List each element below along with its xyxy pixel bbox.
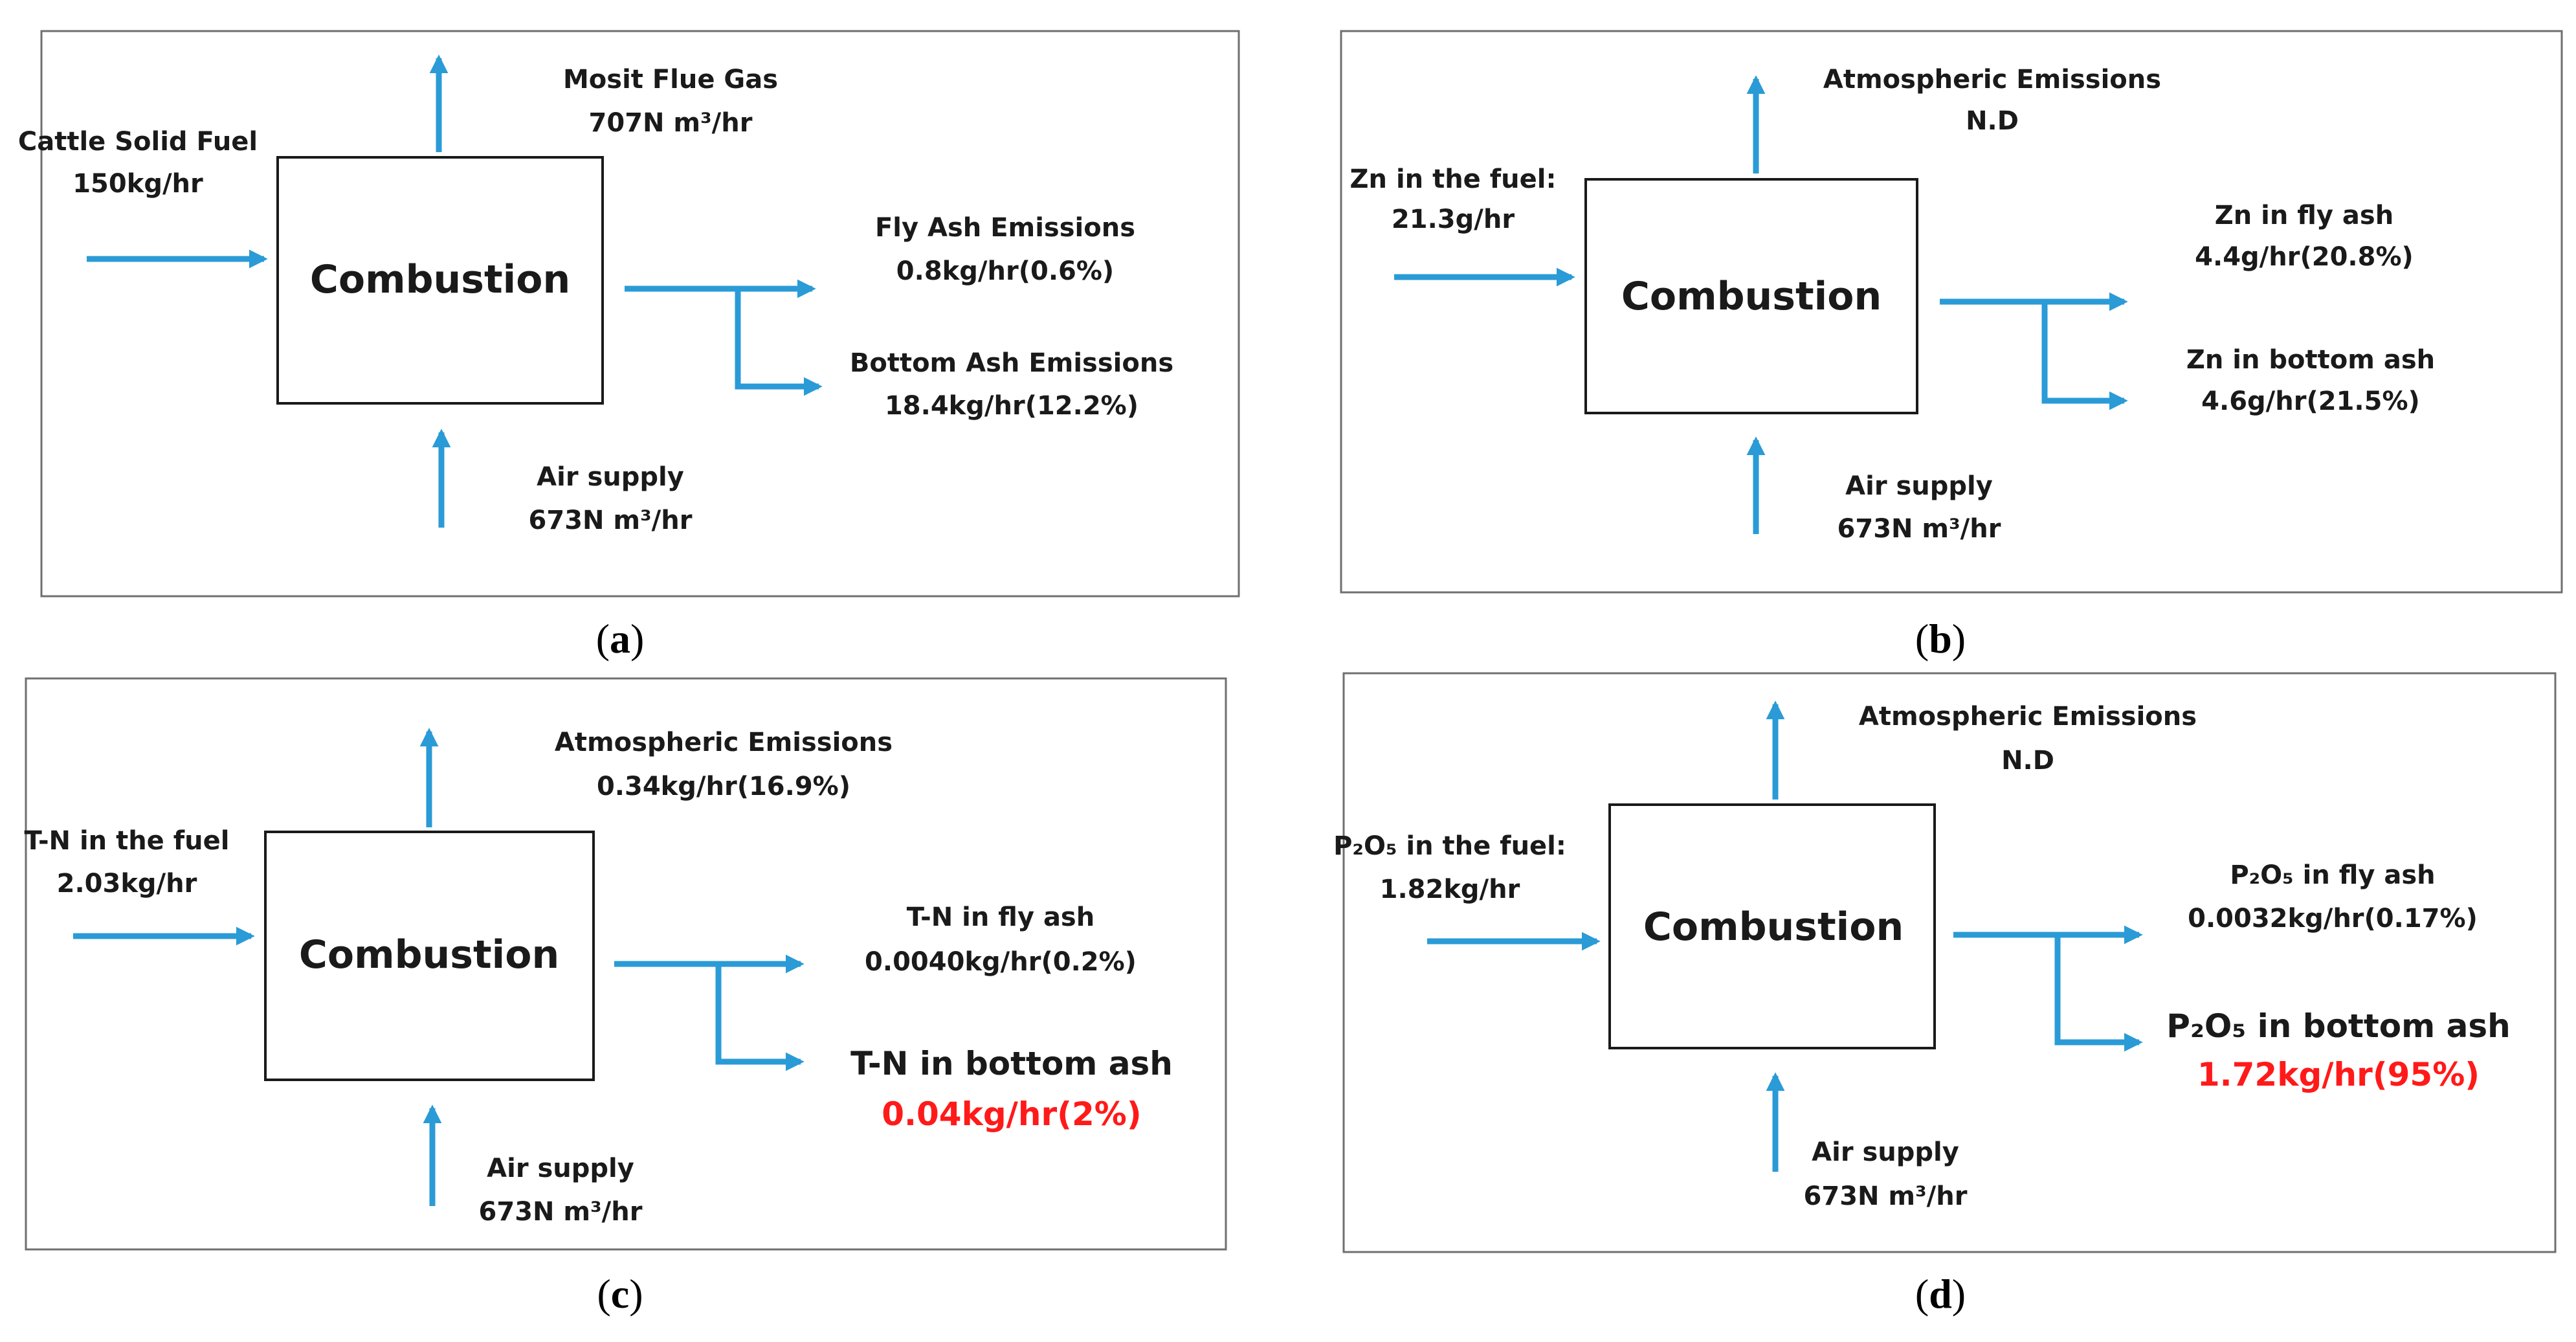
panel-c-air-value: 673N m³/hr: [479, 1197, 643, 1227]
panel-a-fly-label: Fly Ash Emissions: [875, 213, 1135, 243]
panel-d-bottom-ash-label: P₂O₅ in bottom ash: [2166, 1007, 2510, 1045]
panel-c-input-value: 2.03kg/hr: [57, 869, 197, 899]
panel-d-caption-letter: d: [1929, 1271, 1952, 1317]
panel-d-input-value: 1.82kg/hr: [1380, 875, 1520, 904]
panel-a-frame: [40, 30, 1240, 598]
panel-d-box-label: Combustion: [1643, 904, 1904, 950]
panel-b-input-value: 21.3g/hr: [1392, 205, 1515, 234]
panel-d-input-label: P₂O₅ in the fuel:: [1333, 831, 1566, 861]
panel-c-input-label: T-N in the fuel: [25, 826, 230, 856]
panel-d: Combustion P₂O₅ in the fuel: 1.82kg/hr A…: [1333, 672, 2557, 1317]
panel-c-top-label: Atmospheric Emissions: [555, 728, 893, 757]
panel-c-air-label: Air supply: [487, 1154, 634, 1183]
panel-b-caption: (b): [1915, 616, 1966, 662]
panel-a-air-label: Air supply: [537, 462, 684, 492]
panel-c-fly-label: T-N in fly ash: [907, 902, 1094, 932]
panel-b-bottom-ash-value: 4.6g/hr(21.5%): [2201, 386, 2420, 416]
panel-b-bottom-ash-arrow: [2041, 302, 2128, 410]
panel-c-fly-value: 0.0040kg/hr(0.2%): [865, 947, 1137, 977]
panel-a-air-value: 673N m³/hr: [529, 506, 693, 535]
panel-c-bottom-ash-value: 0.04kg/hr(2%): [882, 1095, 1142, 1133]
panel-a: Combustion Cattle Solid Fuel 150kg/hr Mo…: [18, 30, 1240, 662]
panel-b-top-label: Atmospheric Emissions: [1823, 65, 2161, 95]
panel-c-combustion-box: [264, 831, 595, 1081]
panel-a-box-label: Combustion: [310, 257, 570, 302]
panel-d-caption: (d): [1915, 1271, 1966, 1317]
panel-b-air-label: Air supply: [1845, 471, 1993, 501]
panel-d-bottom-ash-value: 1.72kg/hr(95%): [2197, 1056, 2480, 1093]
panel-c: Combustion T-N in the fuel 2.03kg/hr Atm…: [25, 677, 1227, 1317]
panel-a-bottom-ash-arrow: [735, 289, 823, 396]
panel-d-fly-label: P₂O₅ in fly ash: [2230, 860, 2435, 890]
panel-b-fly-label: Zn in fly ash: [2215, 201, 2393, 230]
panel-a-caption: (a): [596, 616, 645, 662]
panel-b-box-label: Combustion: [1621, 274, 1882, 319]
panel-d-fly-value: 0.0032kg/hr(0.17%): [2188, 904, 2478, 934]
panel-b-fly-value: 4.4g/hr(20.8%): [2195, 242, 2414, 272]
panel-c-caption-letter: c: [611, 1271, 629, 1317]
panel-b-bottom-ash-label: Zn in bottom ash: [2186, 345, 2435, 375]
panel-c-caption: (c): [597, 1271, 643, 1317]
panel-c-bottom-ash-label: T-N in bottom ash: [850, 1045, 1173, 1082]
panel-a-top-value: 707N m³/hr: [589, 108, 753, 138]
panel-a-combustion-box: [276, 156, 604, 405]
panel-c-top-value: 0.34kg/hr(16.9%): [597, 772, 850, 801]
panel-b-frame: [1340, 30, 2563, 594]
panel-a-bottom-ash-value: 18.4kg/hr(12.2%): [885, 391, 1138, 421]
panel-b-input-label: Zn in the fuel:: [1350, 164, 1557, 194]
panel-d-air-label: Air supply: [1812, 1137, 1959, 1167]
panel-d-top-value: N.D: [2001, 746, 2054, 776]
panel-a-caption-letter: a: [610, 616, 630, 662]
panel-b-top-value: N.D: [1966, 106, 2019, 136]
panel-a-fly-value: 0.8kg/hr(0.6%): [896, 256, 1114, 286]
panel-b-air-value: 673N m³/hr: [1838, 514, 2001, 544]
panel-d-bottom-ash-arrow: [2054, 935, 2143, 1052]
panel-a-top-label: Mosit Flue Gas: [563, 65, 778, 95]
panel-a-bottom-ash-label: Bottom Ash Emissions: [850, 348, 1173, 378]
panel-a-input-label: Cattle Solid Fuel: [18, 127, 258, 157]
panel-d-frame: [1342, 672, 2557, 1253]
panel-c-box-label: Combustion: [299, 932, 559, 978]
panel-b: Combustion Zn in the fuel: 21.3g/hr Atmo…: [1340, 30, 2563, 662]
panel-d-air-value: 673N m³/hr: [1804, 1181, 1968, 1211]
panel-a-input-value: 150kg/hr: [72, 169, 203, 199]
panel-b-combustion-box: [1584, 178, 1918, 414]
panel-d-combustion-box: [1608, 803, 1936, 1049]
panel-b-caption-letter: b: [1929, 616, 1952, 662]
panel-d-top-label: Atmospheric Emissions: [1859, 702, 2197, 732]
panel-c-bottom-ash-arrow: [715, 964, 805, 1071]
